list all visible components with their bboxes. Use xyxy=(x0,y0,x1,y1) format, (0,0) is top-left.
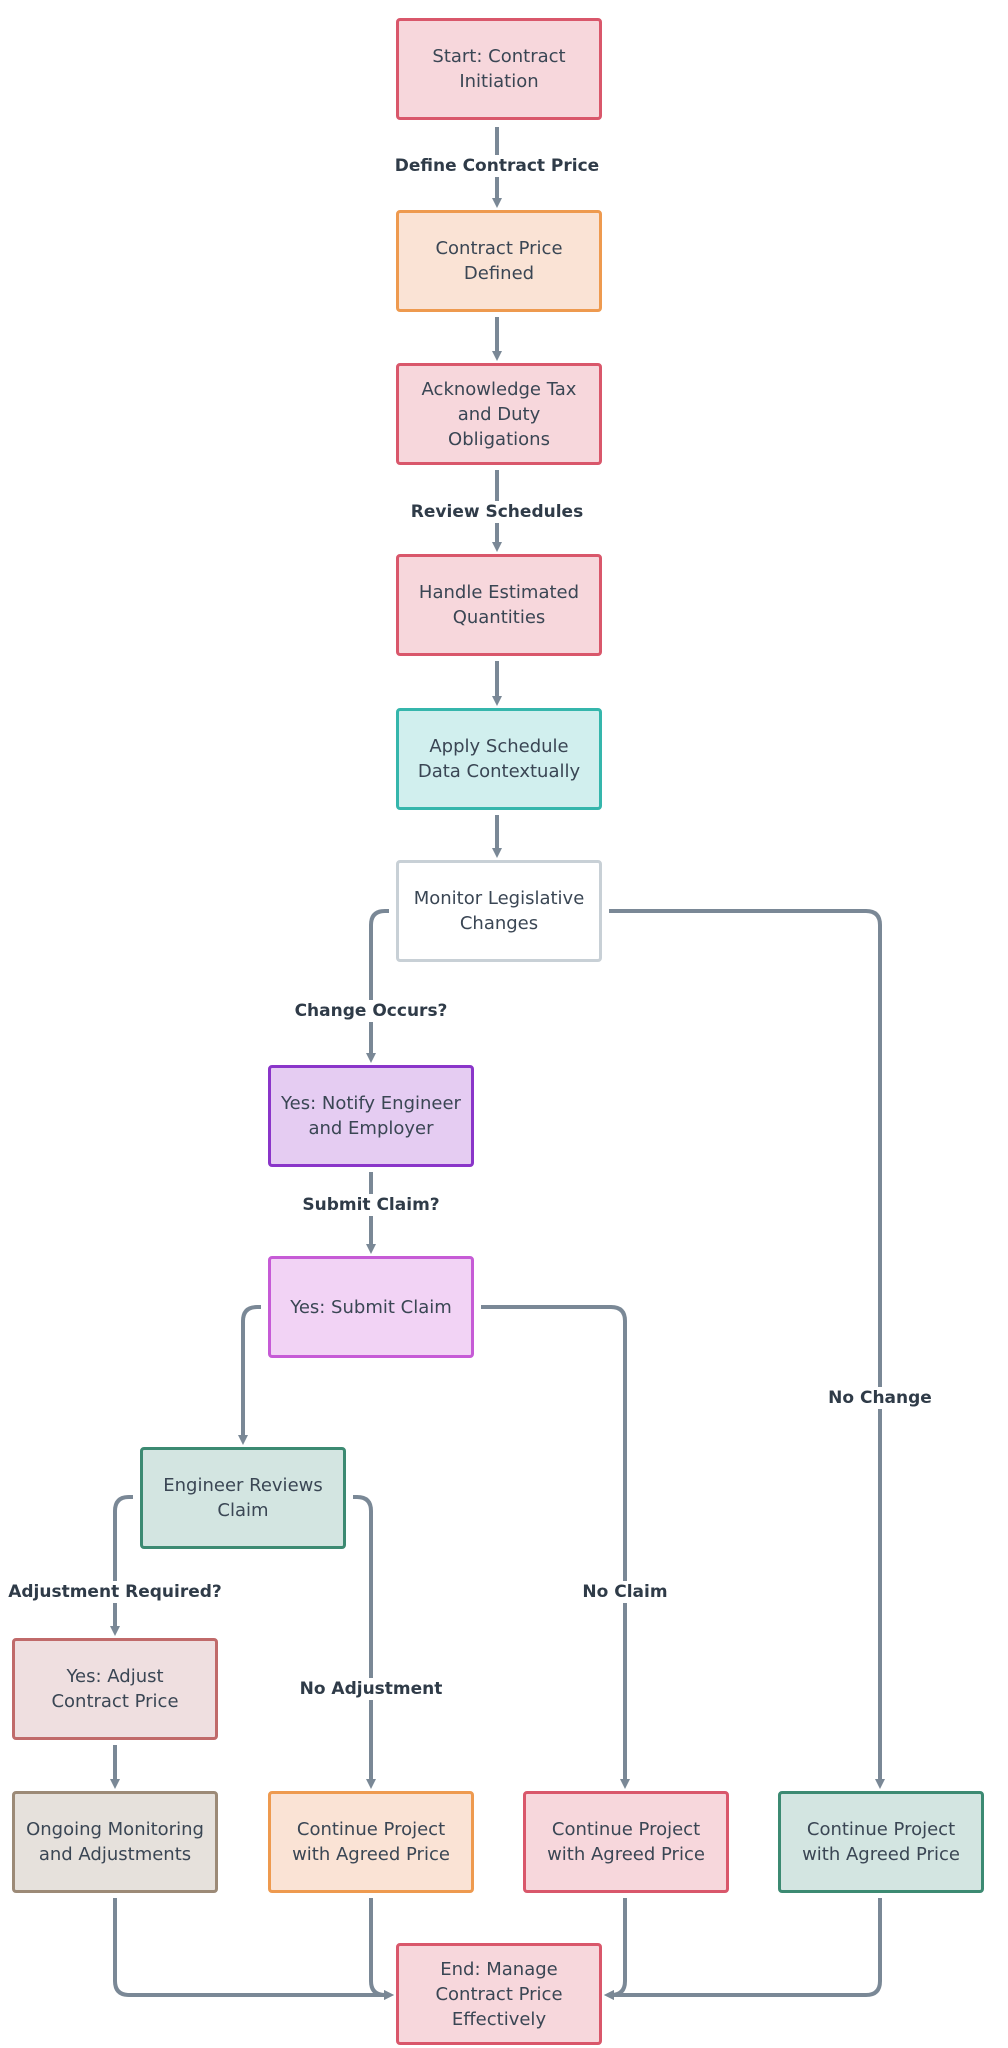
edge-label-review-to-cont-no-adj: No Adjustment xyxy=(296,1678,446,1700)
edge-review-to-adjust xyxy=(110,1495,133,1636)
node-quantities: Handle Estimated Quantities xyxy=(396,554,602,656)
edge-monitor-to-notify xyxy=(366,909,389,1063)
edge-label-start-to-price-defined: Define Contract Price xyxy=(391,155,603,177)
node-review: Engineer Reviews Claim xyxy=(140,1447,346,1549)
node-adjust: Yes: Adjust Contract Price xyxy=(12,1638,218,1740)
node-price-defined: Contract Price Defined xyxy=(396,210,602,312)
node-monitor: Monitor Legislative Changes xyxy=(396,860,602,962)
edge-label-tax-to-quantities: Review Schedules xyxy=(407,501,587,523)
edge-cont-no-change-to-end xyxy=(604,1898,882,2000)
node-ongoing: Ongoing Monitoring and Adjustments xyxy=(12,1791,218,1893)
edge-label-review-to-adjust: Adjustment Required? xyxy=(5,1581,225,1603)
node-cont-no-claim: Continue Project with Agreed Price xyxy=(523,1791,729,1893)
edge-monitor-to-cont-no-change xyxy=(609,909,885,1789)
edge-cont-no-adj-to-end xyxy=(369,1898,394,2000)
edge-submit-to-cont-no-claim xyxy=(481,1305,630,1789)
edge-submit-to-review xyxy=(238,1305,261,1445)
edge-review-to-cont-no-adj xyxy=(353,1495,376,1789)
edge-ongoing-to-end xyxy=(113,1898,394,2000)
node-cont-no-adj: Continue Project with Agreed Price xyxy=(268,1791,474,1893)
edge-cont-no-claim-to-end xyxy=(604,1898,627,2000)
node-notify: Yes: Notify Engineer and Employer xyxy=(268,1065,474,1167)
node-cont-no-change: Continue Project with Agreed Price xyxy=(778,1791,984,1893)
node-tax: Acknowledge Tax and Duty Obligations xyxy=(396,363,602,465)
edge-label-monitor-to-notify: Change Occurs? xyxy=(291,1000,451,1022)
node-schedule: Apply Schedule Data Contextually xyxy=(396,708,602,810)
node-start: Start: Contract Initiation xyxy=(396,18,602,120)
node-end: End: Manage Contract Price Effectively xyxy=(396,1943,602,2045)
node-submit: Yes: Submit Claim xyxy=(268,1256,474,1358)
edge-label-notify-to-submit: Submit Claim? xyxy=(299,1194,443,1216)
edge-label-monitor-to-cont-no-change: No Change xyxy=(825,1387,935,1409)
edge-label-submit-to-cont-no-claim: No Claim xyxy=(579,1581,671,1603)
